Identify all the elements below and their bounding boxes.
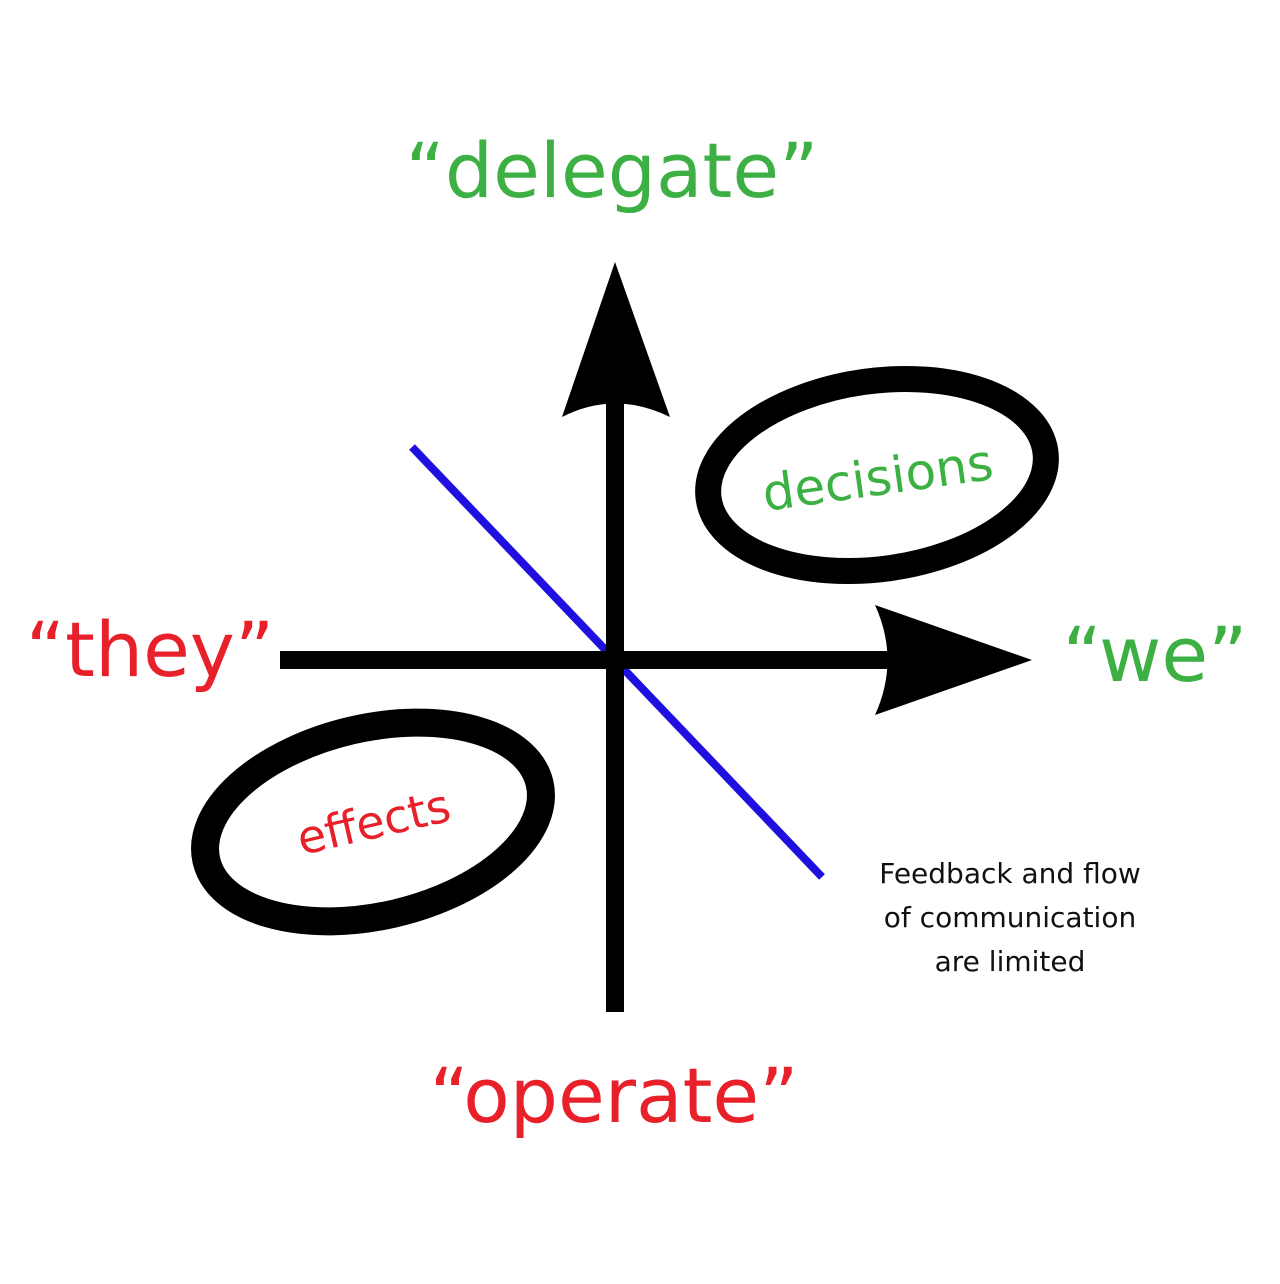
top-axis-label: “delegate” [406, 126, 819, 215]
decisions-label: decisions [759, 433, 997, 523]
effects-label: effects [292, 778, 456, 866]
note-line-1: Feedback and flow [879, 857, 1141, 890]
left-axis-label: “they” [26, 605, 274, 694]
decisions-ellipse [695, 365, 1059, 585]
vertical-axis-arrowhead-icon [562, 262, 670, 417]
horizontal-axis-arrowhead-icon [875, 605, 1032, 715]
right-axis-label: “we” [1063, 610, 1248, 699]
note-line-3: are limited [935, 945, 1086, 978]
effects-ellipse [191, 708, 555, 936]
note-line-2: of communication [884, 901, 1136, 934]
bottom-axis-label: “operate” [429, 1051, 798, 1140]
